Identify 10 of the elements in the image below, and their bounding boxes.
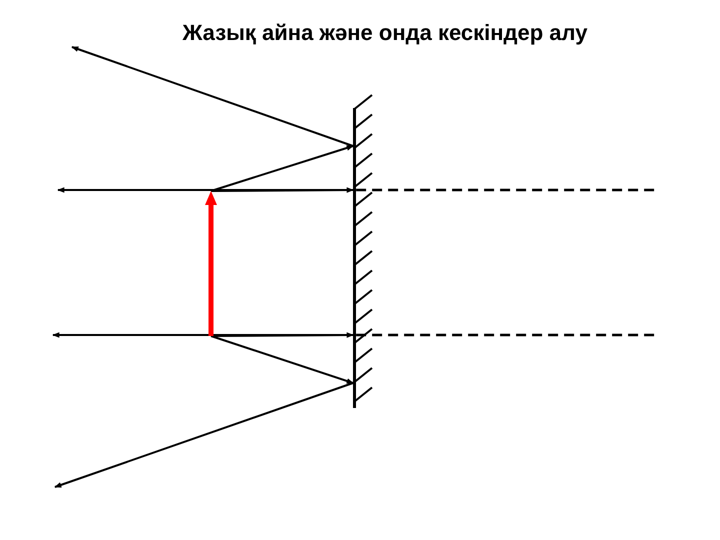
plane-mirror [353,95,375,410]
dashed-line [356,188,655,192]
light-ray [210,335,354,384]
dashed-line [356,334,655,336]
title: Жазық айна және онда кескіндер алу [182,20,588,46]
light-ray [57,187,353,193]
object-arrow [205,191,217,336]
light-ray [54,382,354,488]
light-ray [71,46,354,147]
light-ray [52,332,353,338]
